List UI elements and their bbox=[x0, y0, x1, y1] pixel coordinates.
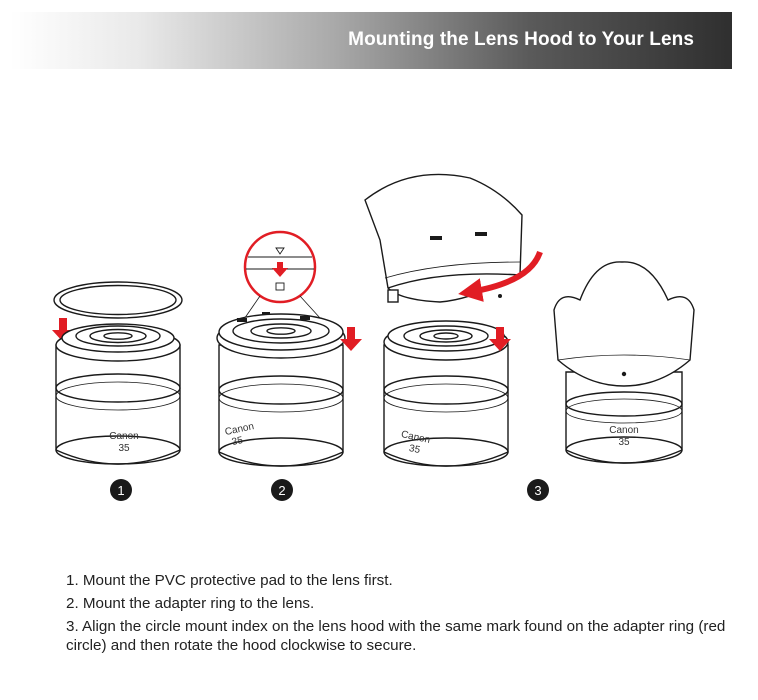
step1-group: Canon 35 bbox=[52, 281, 183, 465]
step3-group: Canon 35 Canon 35 bbox=[364, 173, 695, 467]
zoom-detail-circle bbox=[243, 230, 317, 304]
page-title: Mounting the Lens Hood to Your Lens bbox=[348, 29, 694, 50]
step-badge-3-label: 3 bbox=[534, 483, 541, 498]
adapter-ring bbox=[216, 312, 346, 359]
rotate-clockwise-arrow bbox=[458, 250, 543, 302]
step2-down-arrow bbox=[340, 327, 362, 351]
lens-focal-label: 35 bbox=[118, 443, 130, 454]
lens-hood-floating bbox=[364, 173, 523, 303]
instruction-step-3: 3. Align the circle mount index on the l… bbox=[66, 618, 726, 654]
step2-group: Canon 35 bbox=[216, 230, 362, 467]
lens-focal-label: 35 bbox=[408, 443, 422, 456]
instruction-list: 1. Mount the PVC protective pad to the l… bbox=[66, 571, 736, 659]
header-banner: Mounting the Lens Hood to Your Lens bbox=[10, 12, 732, 69]
step3-down-arrow bbox=[489, 327, 511, 351]
lens-focal-label: 35 bbox=[231, 435, 245, 448]
step-badge-3: 3 bbox=[527, 479, 549, 501]
lens-focal-label: 35 bbox=[618, 437, 630, 448]
step-badge-1: 1 bbox=[110, 479, 132, 501]
lens-body-3 bbox=[383, 320, 509, 467]
step-badge-2-label: 2 bbox=[278, 483, 285, 498]
lens-brand-label: Canon bbox=[609, 425, 638, 436]
step-badge-1-label: 1 bbox=[117, 483, 124, 498]
mounting-illustration: Canon 35 bbox=[52, 173, 695, 501]
lens-brand-label: Canon bbox=[109, 431, 138, 442]
lens-body-1 bbox=[55, 323, 181, 465]
lens-body-2 bbox=[218, 344, 344, 467]
instruction-step-1: 1. Mount the PVC protective pad to the l… bbox=[66, 572, 393, 589]
lens-with-hood bbox=[553, 261, 695, 464]
pvc-pad bbox=[53, 281, 183, 319]
instruction-step-2: 2. Mount the adapter ring to the lens. bbox=[66, 595, 315, 612]
step-badge-2: 2 bbox=[271, 479, 293, 501]
